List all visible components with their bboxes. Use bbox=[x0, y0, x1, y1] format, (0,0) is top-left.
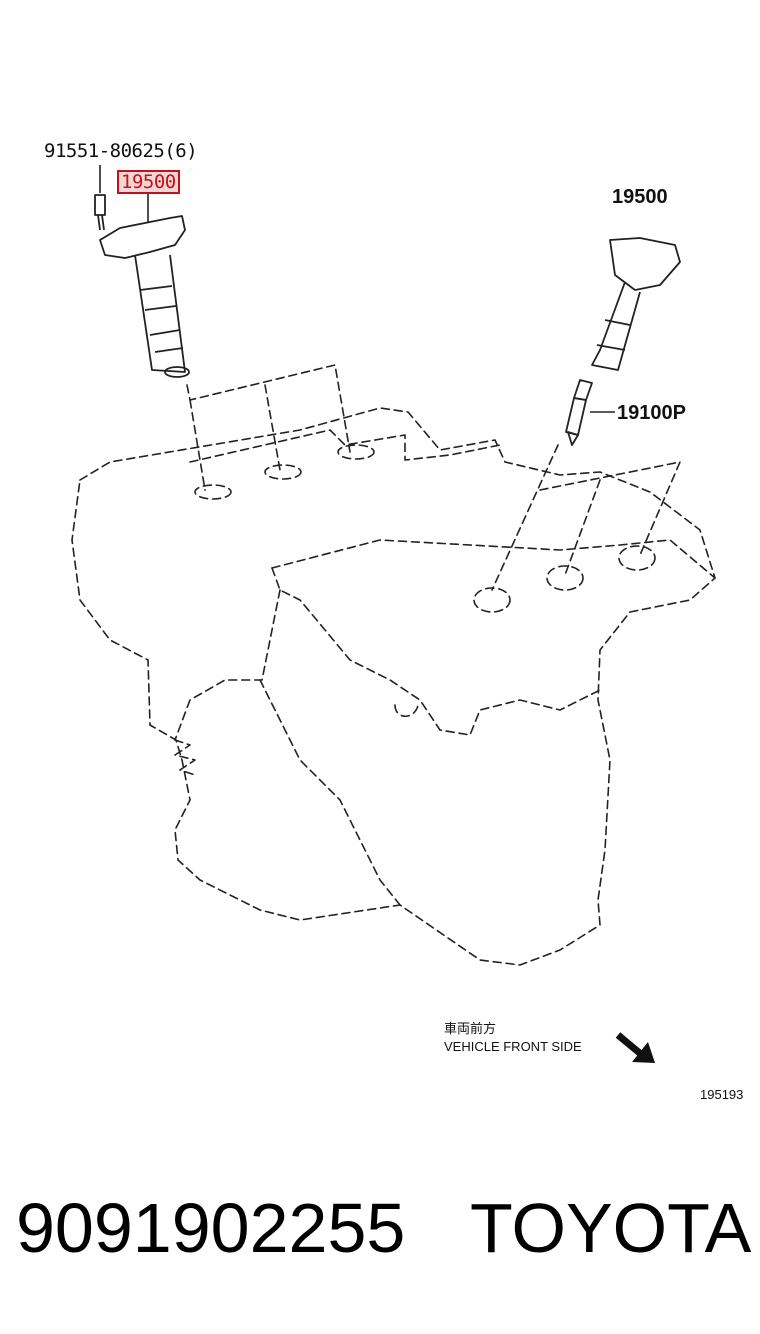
block-side bbox=[174, 589, 281, 741]
ignition-coil-right bbox=[591, 237, 681, 371]
spark-plug-part-label: 19100P bbox=[617, 402, 686, 424]
plug-hole-left-3 bbox=[337, 444, 375, 460]
plug-hole-right-1 bbox=[473, 587, 511, 613]
part-number: 9091902255 bbox=[16, 1189, 406, 1267]
figure-number: 195193 bbox=[700, 1087, 744, 1102]
head-cover-right bbox=[271, 539, 716, 579]
bolt-part-label: 91551-80625(6) bbox=[44, 140, 198, 162]
plug-hole-right-2 bbox=[546, 565, 584, 591]
block-lower bbox=[259, 679, 401, 906]
front-direction-arrow-icon bbox=[615, 1032, 655, 1063]
engine-outline bbox=[71, 407, 716, 966]
brand-name: TOYOTA bbox=[470, 1189, 752, 1267]
notch-1 bbox=[174, 739, 196, 776]
direction-label-jp: 車両前方 bbox=[444, 1021, 497, 1036]
plug-hole-right-3 bbox=[618, 545, 656, 571]
leader-left bbox=[186, 364, 351, 491]
head-front-edge bbox=[271, 567, 601, 736]
head-cover-left bbox=[189, 429, 501, 463]
spark-plug bbox=[565, 379, 593, 446]
notch-2 bbox=[394, 704, 419, 718]
plug-hole-left-2 bbox=[264, 464, 302, 480]
ignition-coil-left bbox=[94, 194, 190, 378]
coil-part-right-label: 19500 bbox=[612, 186, 668, 208]
plug-hole-left-1 bbox=[194, 484, 232, 500]
direction-label-en: VEHICLE FRONT SIDE bbox=[444, 1039, 582, 1054]
leader-right bbox=[491, 444, 681, 591]
coil-part-highlighted-label[interactable]: 19500 bbox=[117, 170, 180, 194]
